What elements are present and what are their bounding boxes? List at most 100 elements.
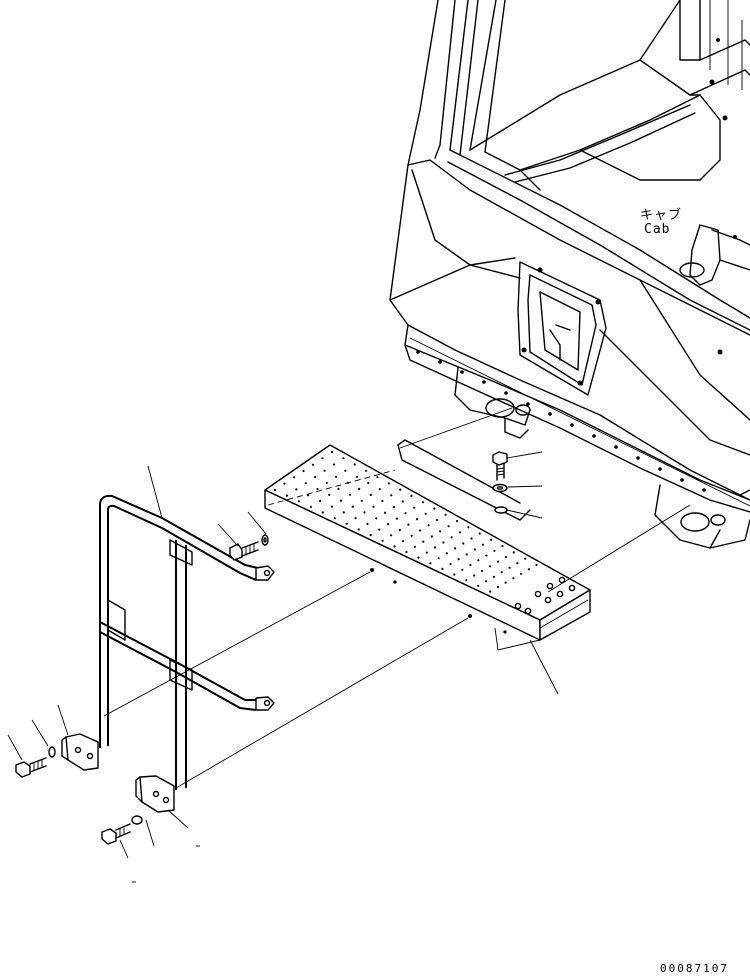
perforation-hole <box>345 522 348 525</box>
perforation-hole <box>342 511 345 514</box>
perforation-hole <box>433 507 436 510</box>
perforation-hole <box>445 552 448 555</box>
perforation-hole <box>304 482 307 485</box>
perforation-hole <box>470 537 473 540</box>
perforation-hole <box>413 545 416 548</box>
perforation-hole <box>335 475 338 478</box>
perforation-hole <box>425 551 428 554</box>
perforation-hole <box>349 493 352 496</box>
perforation-hole <box>527 568 530 571</box>
perforation-hole <box>429 562 432 565</box>
perforation-hole <box>367 481 370 485</box>
perforation-hole <box>444 513 447 516</box>
step-platform <box>265 440 590 650</box>
perforation-hole <box>297 500 300 503</box>
perforation-hole <box>447 525 450 528</box>
perforation-hole <box>402 540 405 543</box>
perforation-hole <box>450 536 453 539</box>
perforation-hole <box>516 562 519 565</box>
perforation-hole <box>512 577 515 580</box>
perforation-hole <box>508 566 511 569</box>
perforation-hole <box>465 553 468 556</box>
perforation-hole <box>437 557 440 560</box>
perforation-hole <box>520 572 523 575</box>
perforation-hole <box>404 512 407 515</box>
perforation-hole <box>417 556 420 559</box>
perforation-hole <box>325 481 328 484</box>
perforation-hole <box>354 517 357 520</box>
perforation-hole <box>488 565 492 568</box>
perforation-hole <box>490 538 493 541</box>
perforation-hole <box>467 526 470 529</box>
perforation-hole <box>314 475 317 479</box>
perforation-hole <box>393 545 396 548</box>
perforation-hole <box>399 488 402 491</box>
perforation-hole <box>365 469 368 472</box>
perforation-hole <box>405 550 408 554</box>
perforation-hole <box>473 574 476 577</box>
perforation-hole <box>465 579 468 582</box>
perforation-hole <box>378 488 381 491</box>
perforation-hole <box>496 560 500 563</box>
perforation-hole <box>381 539 384 542</box>
perforation-hole <box>384 511 387 514</box>
perforation-hole <box>501 545 504 548</box>
perforation-hole <box>273 488 277 492</box>
perforation-hole <box>477 584 480 587</box>
perforation-hole <box>455 519 459 523</box>
perforation-hole <box>442 541 445 544</box>
perforation-hole <box>504 581 507 584</box>
perforation-hole <box>478 532 481 535</box>
perforation-hole <box>453 573 456 576</box>
perforation-hole <box>436 518 439 522</box>
bolt-washer-set-upper <box>493 452 542 518</box>
perforation-hole <box>477 559 480 562</box>
perforation-hole <box>366 522 369 526</box>
perforation-hole <box>363 511 366 514</box>
perforation-hole <box>309 505 312 508</box>
perforation-hole <box>392 506 395 509</box>
perforation-hole <box>292 476 296 479</box>
perforation-hole <box>524 557 527 560</box>
perforation-hole <box>401 500 404 503</box>
perforation-hole <box>357 528 360 531</box>
perforation-hole <box>381 499 384 503</box>
perforation-hole <box>311 463 315 466</box>
perforation-hole <box>342 457 345 460</box>
perforation-hole <box>493 549 496 552</box>
perforation-hole <box>355 475 358 478</box>
perforation-hole <box>398 528 401 532</box>
perforation-hole <box>410 534 413 537</box>
perforation-hole <box>458 531 462 534</box>
perforation-hole <box>378 528 381 531</box>
perforation-hole <box>407 523 410 526</box>
perforation-hole <box>457 558 460 561</box>
perforation-hole <box>419 529 422 532</box>
perforation-hole <box>316 487 319 491</box>
drawing-number: 00087107 <box>660 962 729 975</box>
perforation-hole <box>323 469 326 472</box>
perforation-hole <box>441 567 444 571</box>
leader-lines <box>104 408 690 882</box>
perforation-hole <box>285 494 289 497</box>
perforation-grid <box>273 450 538 593</box>
perforation-hole <box>489 590 492 593</box>
perforation-hole <box>485 580 488 583</box>
perforation-hole <box>375 517 378 520</box>
perforation-hole <box>353 463 356 466</box>
perforation-hole <box>469 564 472 567</box>
perforation-hole <box>485 554 488 557</box>
perforation-hole <box>424 512 427 515</box>
perforation-hole <box>439 530 442 533</box>
perforation-hole <box>390 494 393 497</box>
perforation-hole <box>339 499 343 502</box>
perforation-hole <box>504 555 507 559</box>
perforation-hole <box>360 499 363 502</box>
perforation-hole <box>473 548 476 551</box>
perforation-hole <box>449 563 452 566</box>
perforation-hole <box>481 543 485 546</box>
handrail <box>62 496 274 812</box>
perforation-hole <box>496 585 499 589</box>
perforation-hole <box>434 546 437 549</box>
